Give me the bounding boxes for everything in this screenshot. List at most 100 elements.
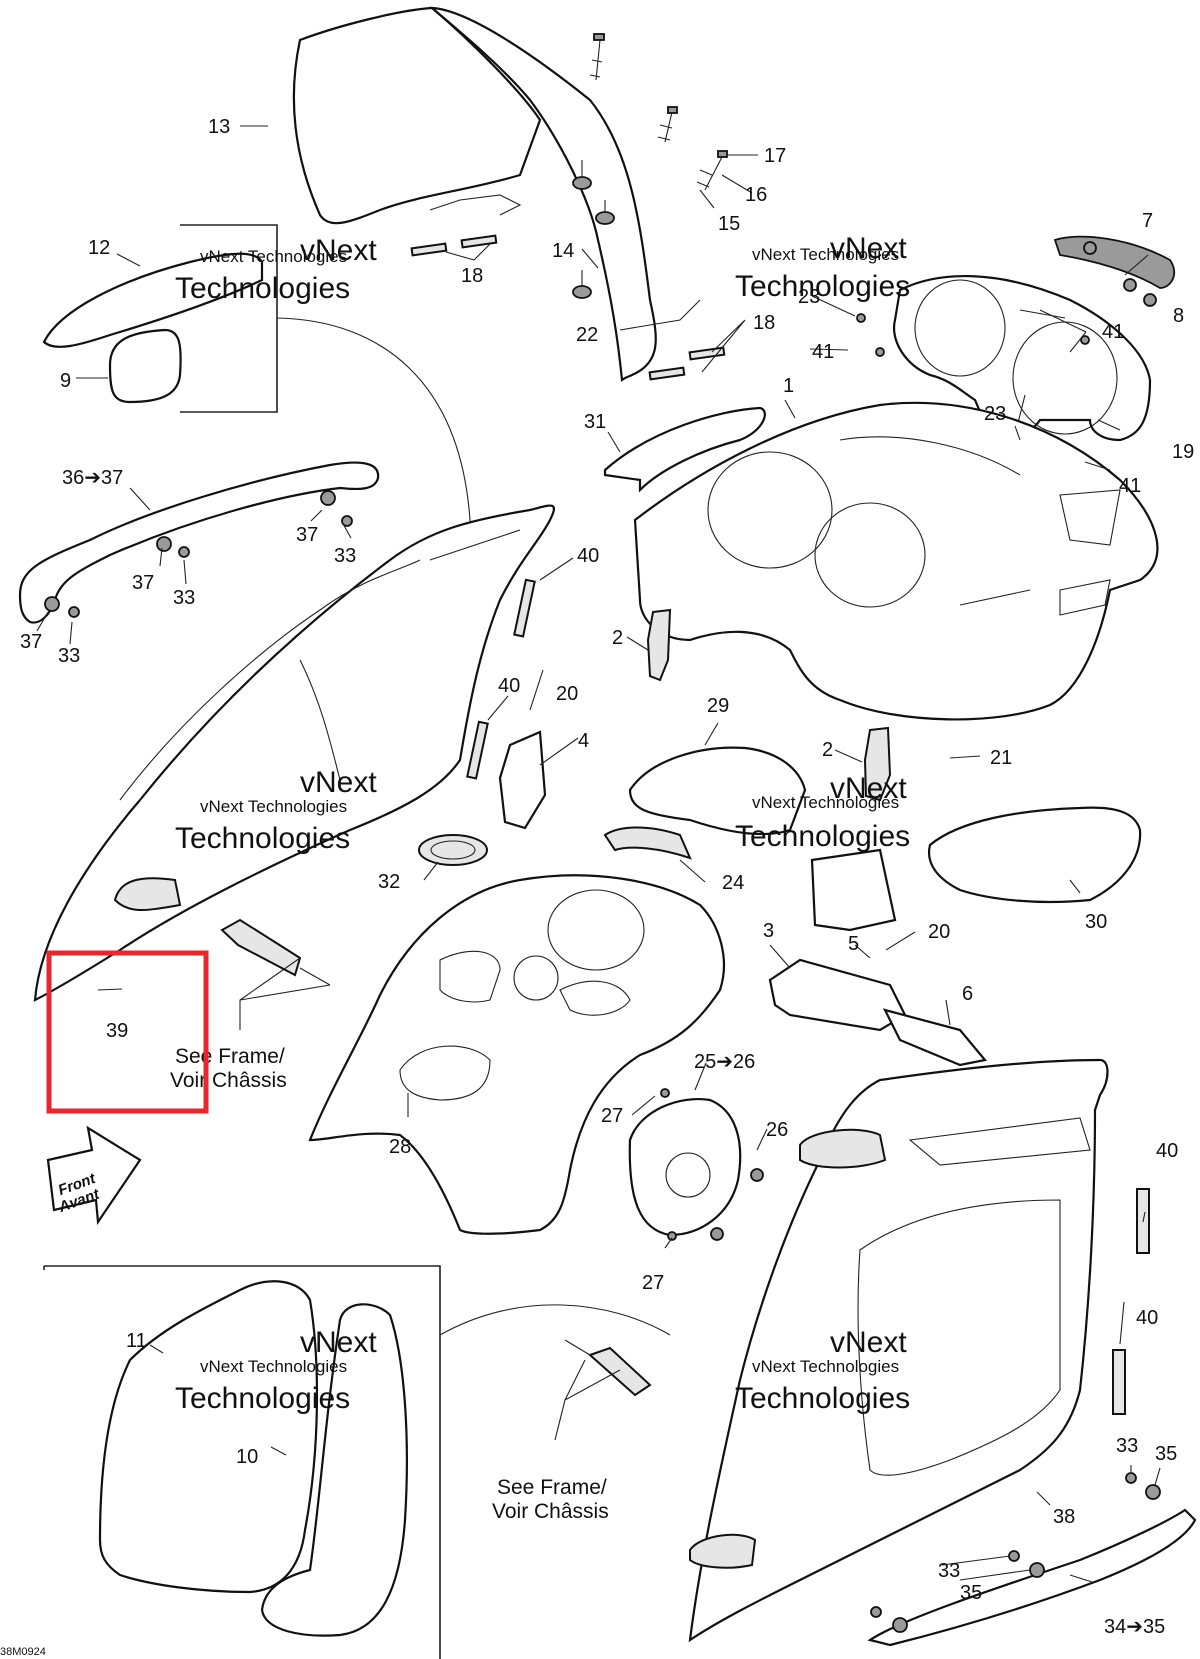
handle-rail: [18, 461, 380, 624]
watermark-text: vNext Technologies: [752, 793, 899, 812]
inset-box-lower: [43, 1265, 671, 1659]
fastener-33: [1125, 1472, 1137, 1484]
watermark-group: vNext vNext Technologies Technologies vN…: [175, 232, 910, 1415]
callout-label: 31: [584, 411, 606, 433]
callout-label: 3: [763, 920, 774, 942]
callout-label: 21: [990, 747, 1012, 769]
windshield-part: [292, 6, 701, 382]
callout-label: 33: [938, 1560, 960, 1582]
upper-console-part: [633, 401, 1159, 721]
callout-label: 4: [578, 730, 589, 752]
callout-label: 11: [126, 1330, 147, 1352]
watermark-text: Technologies: [735, 270, 910, 303]
watermark-text: vNext: [300, 1326, 377, 1359]
callout-label: 32: [378, 871, 400, 893]
callout-label: 38: [1053, 1506, 1075, 1528]
callout-label: 37: [20, 631, 42, 653]
strip-40-part: [466, 720, 489, 780]
callout-label: 41: [1119, 475, 1141, 497]
strip-40-part: [1112, 1349, 1126, 1415]
switch-assembly-part: [628, 1088, 764, 1241]
push-pin-part: [220, 918, 652, 1397]
callout-label: 15: [718, 213, 740, 235]
fastener-35: [1145, 1484, 1161, 1500]
clip-2-part: [646, 608, 672, 682]
callout-label: 39: [106, 1020, 128, 1042]
callout-label: 41: [812, 341, 834, 363]
bracket-6-part: [882, 1008, 988, 1067]
see-frame-note: See Frame/: [497, 1476, 607, 1499]
callout-label: 22: [576, 324, 598, 346]
callout-label: 7: [1142, 210, 1153, 232]
watermark-text: vNext: [830, 1326, 907, 1359]
callout-label: 37: [132, 572, 154, 594]
duct-29-part: [628, 746, 807, 836]
callout-label: 33: [334, 545, 356, 567]
callout-label: 25➔26: [694, 1051, 755, 1073]
bracket-3-part: [768, 958, 907, 1032]
watermark-text: vNext: [300, 234, 377, 267]
box-part: [810, 848, 897, 932]
watermark-text: vNext Technologies: [752, 245, 899, 264]
callout-labels: 13 12 9 17 16 15 14 18 22 18 7 8 23 41 4…: [20, 116, 1194, 1638]
watermark-text: Technologies: [735, 1382, 910, 1415]
callout-label: 41: [1102, 321, 1124, 343]
callout-label: 27: [601, 1105, 623, 1127]
callout-label: 18: [461, 265, 483, 287]
callout-label: 40: [1136, 1307, 1158, 1329]
callout-label: 8: [1173, 305, 1184, 327]
inset-box-upper: [42, 224, 472, 616]
watermark-text: vNext: [830, 772, 907, 805]
callout-label: 40: [577, 545, 599, 567]
callout-label: 16: [745, 184, 767, 206]
callout-label: 14: [552, 240, 574, 262]
see-frame-note: See Frame/: [175, 1045, 285, 1068]
callout-label: 23: [984, 403, 1006, 425]
callout-label: 2: [612, 627, 623, 649]
diagram-code: 38M0924: [0, 1646, 46, 1658]
callout-label: 9: [60, 370, 71, 392]
watermark-text: vNext: [300, 766, 377, 799]
rail-34-part: [867, 1508, 1197, 1647]
fastener-35: [892, 1617, 908, 1633]
callout-label: 36➔37: [62, 467, 123, 489]
strip-40-part: [513, 578, 536, 638]
leader-lines: [36, 125, 1161, 1583]
callout-label: 34➔35: [1104, 1616, 1165, 1638]
front-arrow: Front Avant: [46, 1125, 142, 1226]
callout-label: 33: [173, 587, 195, 609]
callout-label: 6: [962, 983, 973, 1005]
callout-label: 1: [783, 375, 794, 397]
callout-label: 18: [753, 312, 775, 334]
watermark-text: Technologies: [175, 1382, 350, 1415]
watermark-text: vNext: [830, 232, 907, 265]
callout-label: 2: [822, 739, 833, 761]
callout-label: 37: [296, 524, 318, 546]
left-side-panel: [33, 504, 555, 1002]
callout-label: 12: [88, 237, 110, 259]
right-side-panel: [688, 1058, 1109, 1643]
watermark-text: vNext Technologies: [200, 247, 347, 266]
callout-label: 40: [1156, 1140, 1178, 1162]
watermark-text: Technologies: [735, 820, 910, 853]
callout-label: 28: [389, 1136, 411, 1158]
watermark-text: vNext Technologies: [752, 1357, 899, 1376]
callout-label: 13: [208, 116, 230, 138]
callout-label: 17: [764, 145, 786, 167]
callout-label: 33: [1116, 1435, 1138, 1457]
callout-label: 30: [1085, 911, 1107, 933]
watermark-text: vNext Technologies: [200, 1357, 347, 1376]
highlight-box[interactable]: [46, 950, 209, 1114]
instrument-support: [856, 235, 1175, 470]
watermark-text: vNext Technologies: [200, 797, 347, 816]
trim-31-part: [603, 406, 766, 493]
watermark-text: Technologies: [175, 822, 350, 855]
bracket-4-part: [498, 730, 547, 830]
callout-label: 19: [1172, 441, 1194, 463]
callout-label: 40: [498, 675, 520, 697]
callout-label: 29: [707, 695, 729, 717]
fastener-33: [870, 1606, 882, 1618]
watermark-text: Technologies: [175, 272, 350, 305]
callout-label: 23: [798, 286, 820, 308]
